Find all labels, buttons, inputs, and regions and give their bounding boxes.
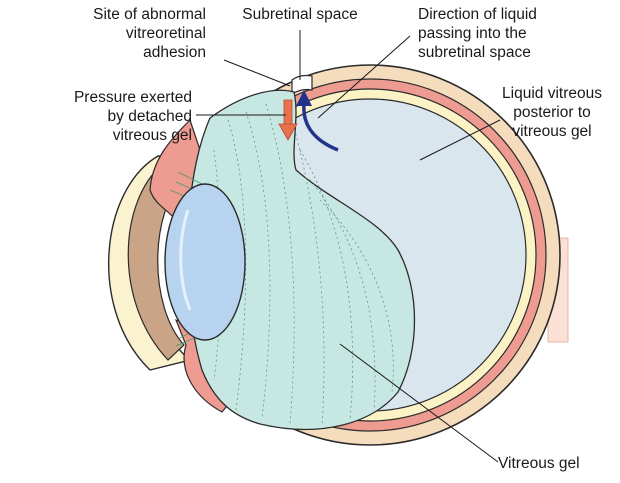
iris: [127, 164, 185, 361]
label-liquid-direction: Direction of liquid passing into the sub…: [418, 6, 537, 61]
leader-lines: [196, 30, 501, 463]
label-pressure: Pressure exerted by detached vitreous ge…: [73, 89, 192, 144]
label-liquid-vitreous: Liquid vitreous posterior to vitreous ge…: [502, 85, 602, 140]
label-vitreous-gel: Vitreous gel: [498, 455, 580, 472]
lens-highlight: [179, 209, 192, 311]
label-subretinal-space: Subretinal space: [242, 6, 358, 23]
leader-liquid-direction: [317, 35, 411, 119]
liquid-direction-arrow-icon: [296, 90, 339, 152]
vitreous-fibres: [213, 99, 394, 427]
leader-liquid-vitreous: [419, 119, 501, 161]
label-abnormal-adhesion: Site of abnormal vitreoretinal adhesion: [93, 6, 206, 61]
leader-adhesion: [223, 59, 291, 87]
leader-vitreous-gel: [339, 343, 499, 463]
retinal-break: [291, 74, 313, 96]
lens: [164, 183, 246, 341]
pressure-arrow-icon: [278, 99, 298, 141]
